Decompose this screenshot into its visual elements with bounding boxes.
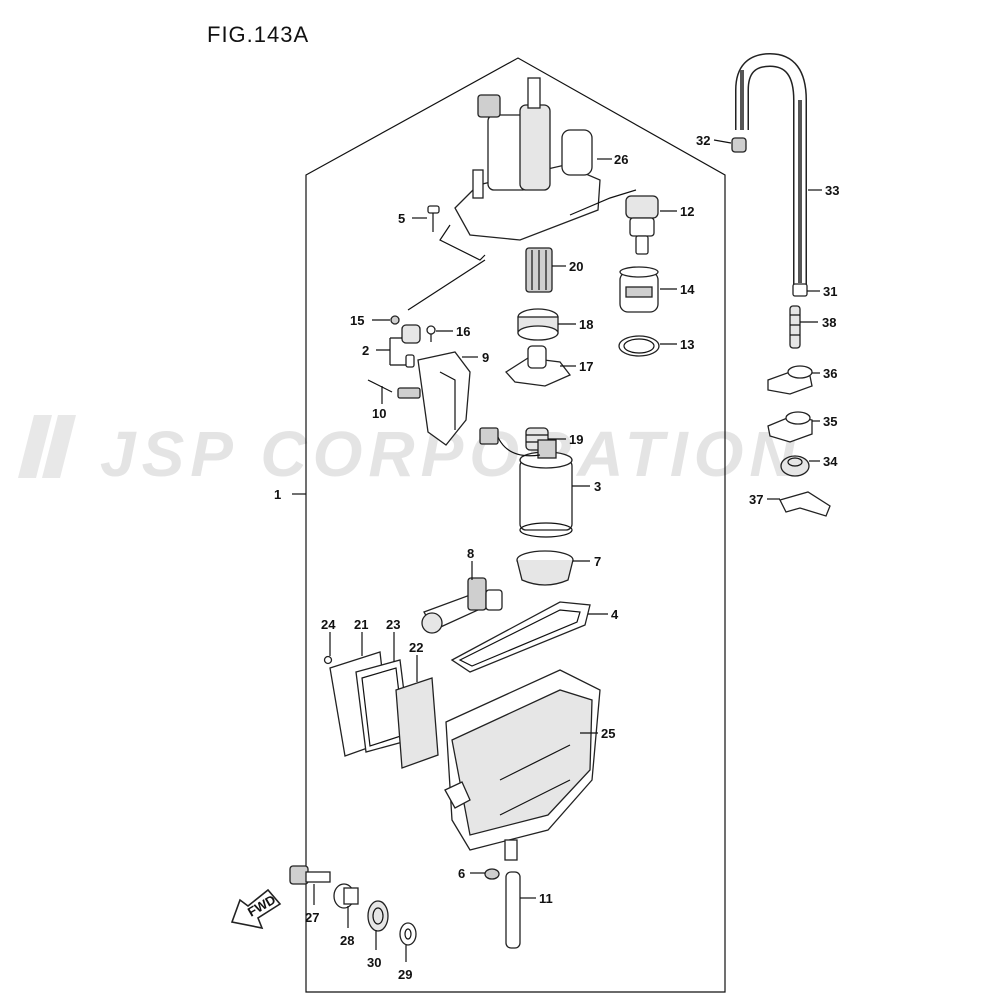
callout-6: 6 [458, 866, 465, 881]
part-12-valve [625, 195, 659, 255]
callout-5: 5 [398, 211, 405, 226]
callout-25: 25 [601, 726, 615, 741]
fwd-direction-badge: FWD [230, 888, 282, 930]
callout-22: 22 [409, 640, 423, 655]
part-5-screw [427, 205, 440, 232]
callout-12: 12 [680, 204, 694, 219]
figure-title: FIG.143A [207, 22, 310, 47]
part-29-washer [399, 922, 417, 946]
callout-1: 1 [274, 487, 281, 502]
part-24-screw [323, 655, 333, 665]
part-35-clip [767, 411, 813, 443]
part-36-clip [767, 365, 813, 395]
callout-24: 24 [321, 617, 336, 632]
callout-31: 31 [823, 284, 837, 299]
callout-17: 17 [579, 359, 593, 374]
part-33-hose [735, 52, 807, 285]
callout-36: 36 [823, 366, 837, 381]
part-10-connector [367, 379, 421, 399]
callout-33: 33 [825, 183, 839, 198]
part-17-bracket [505, 345, 572, 387]
part-16-screw [426, 325, 436, 342]
part-8-fuel-sender [421, 577, 503, 634]
part-28-collar [333, 883, 359, 909]
callout-30: 30 [367, 955, 381, 970]
part-22-plate [395, 677, 439, 769]
callout-19: 19 [569, 432, 583, 447]
part-26-top-cover [454, 77, 601, 241]
callout-18: 18 [579, 317, 593, 332]
part-30-grommet [367, 900, 389, 932]
part-3-fuel-pump [479, 427, 573, 538]
callout-28: 28 [340, 933, 354, 948]
part-14-regulator [619, 266, 659, 313]
callout-29: 29 [398, 967, 412, 982]
fwd-arrow-icon [230, 888, 282, 930]
part-2-valve [401, 324, 421, 368]
part-34-grommet [780, 455, 810, 477]
callout-37: 37 [749, 492, 763, 507]
callout-38: 38 [822, 315, 836, 330]
callout-4: 4 [611, 607, 619, 622]
callout-32: 32 [696, 133, 710, 148]
callout-35: 35 [823, 414, 837, 429]
callout-16: 16 [456, 324, 470, 339]
part-25-float-chamber [444, 669, 601, 861]
part-9-cover [417, 351, 471, 446]
callout-34: 34 [823, 454, 838, 469]
part-4-gasket [450, 601, 591, 673]
callout-14: 14 [680, 282, 695, 297]
part-11-pipe [505, 871, 521, 949]
callout-7: 7 [594, 554, 601, 569]
part-18-collar [517, 308, 559, 341]
callout-27: 27 [305, 910, 319, 925]
assembly-boundary [305, 57, 726, 993]
callout-9: 9 [482, 350, 489, 365]
watermark-logo-icon [18, 415, 76, 478]
part-31-joint [792, 283, 808, 297]
callout-10: 10 [372, 406, 386, 421]
watermark: JSP CORPORATION [18, 415, 796, 490]
callout-21: 21 [354, 617, 368, 632]
callout-23: 23 [386, 617, 400, 632]
callout-11: 11 [539, 891, 553, 906]
callout-26: 26 [614, 152, 628, 167]
callout-15: 15 [350, 313, 364, 328]
callout-8: 8 [467, 546, 474, 561]
part-32-clip [731, 137, 747, 153]
callout-20: 20 [569, 259, 583, 274]
callout-13: 13 [680, 337, 694, 352]
part-15-screw [390, 315, 400, 325]
part-27-bolt [289, 865, 331, 885]
part-6-wing-nut [484, 868, 500, 880]
callout-2: 2 [362, 343, 369, 358]
part-37-clamp [779, 491, 831, 517]
part-38-nipple [789, 305, 801, 349]
part-20-filter [525, 247, 553, 293]
callout-3: 3 [594, 479, 601, 494]
part-7-pump-cup [516, 550, 574, 586]
